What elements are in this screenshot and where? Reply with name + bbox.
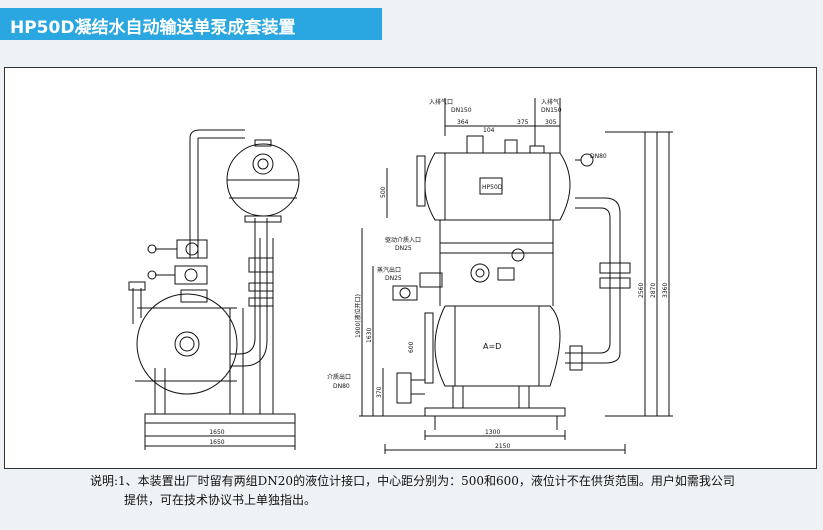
left-side-view xyxy=(128,129,300,450)
left-dim-text-1: 1650 xyxy=(209,429,224,436)
description-note: 说明:1、本装置出厂时留有两组DN20的液位计接口，中心距分别为：500和600… xyxy=(90,472,810,510)
right-lower-tank xyxy=(434,305,561,387)
dim-base: 1300 xyxy=(485,429,500,436)
label-motor-inlet-dn: DN25 xyxy=(395,245,412,252)
dim-top-2: 104 xyxy=(483,127,495,134)
left-dim-text-2: 1650 xyxy=(209,439,224,446)
dim-h-600: 600 xyxy=(408,341,415,353)
dim-top-1: 364 xyxy=(457,119,469,126)
label-right-top-dn: DN80 xyxy=(590,153,607,160)
title-bar: HP50D凝结水自动输送单泵成套装置 xyxy=(0,8,382,40)
dim-h-370: 370 xyxy=(376,386,383,398)
dim-h3: 3360 xyxy=(662,283,669,298)
label-inlet-right-dn: DN150 xyxy=(541,107,562,114)
label-medium-outlet: 介质出口 xyxy=(327,373,351,381)
right-upper-tank xyxy=(424,152,571,221)
dim-h-500: 500 xyxy=(380,186,387,198)
right-front-view xyxy=(359,98,673,454)
label-medium-outlet-dn: DN80 xyxy=(333,383,350,390)
engineering-drawing: 1650 1650 xyxy=(128,98,673,454)
label-air-outlet-dn: DN25 xyxy=(385,275,402,282)
label-inlet-right: 入排气 xyxy=(541,98,559,106)
label-upper-tank: HP50D xyxy=(482,184,503,191)
dim-h1: 2560 xyxy=(638,283,645,298)
dim-total: 2150 xyxy=(495,443,510,450)
left-base xyxy=(144,413,296,424)
label-lower-tank: A=D xyxy=(483,342,501,351)
dim-top-3: 375 xyxy=(517,119,529,126)
label-motor-inlet: 驱动介质入口 xyxy=(385,236,421,244)
note-line-1: 说明:1、本装置出厂时留有两组DN20的液位计接口，中心距分别为：500和600… xyxy=(90,474,735,488)
left-lower-tank xyxy=(136,293,238,395)
label-inlet-left-dn: DN150 xyxy=(451,107,472,114)
dim-h2: 2870 xyxy=(650,283,657,298)
label-air-outlet: 蒸汽出口 xyxy=(377,266,401,274)
dim-h-liquid: 1900(液位开口) xyxy=(354,294,362,338)
note-line-2: 提供，可在技术协议书上单独指出。 xyxy=(124,493,317,507)
dim-top-4: 305 xyxy=(545,119,557,126)
drawing-frame: 1650 1650 xyxy=(4,67,817,469)
dim-h-630: 1630 xyxy=(366,328,373,343)
label-inlet-left: 入排气口 xyxy=(429,98,453,106)
page-title: HP50D凝结水自动输送单泵成套装置 xyxy=(10,18,296,38)
header: HP50D凝结水自动输送单泵成套装置 xyxy=(0,0,823,48)
